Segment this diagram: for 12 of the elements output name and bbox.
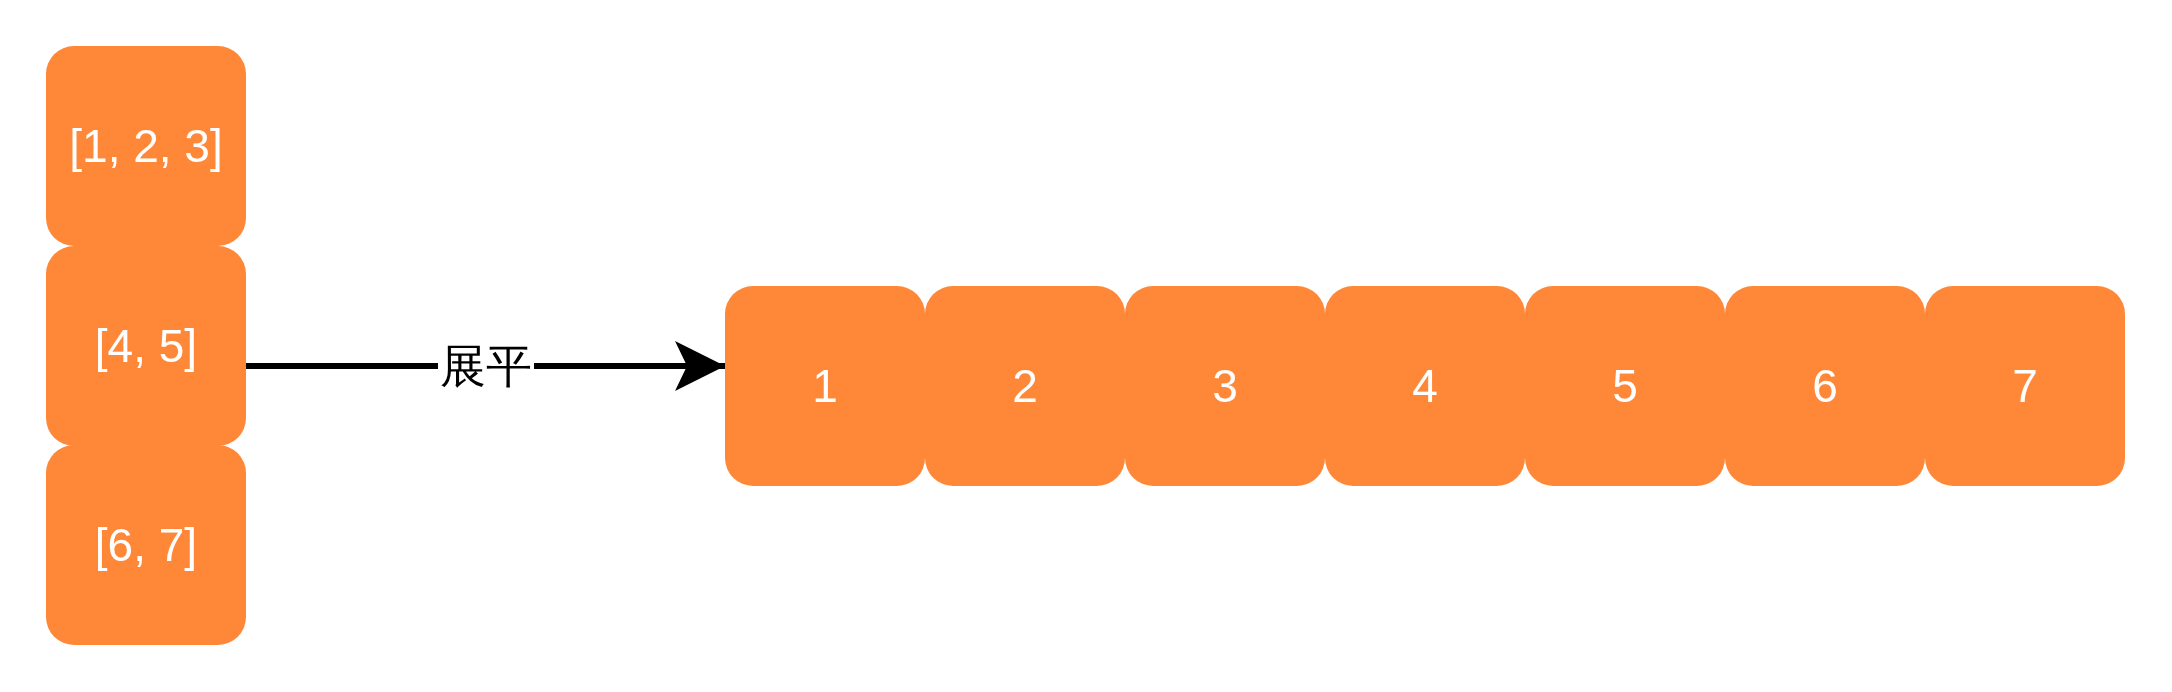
box-label: 4 — [1412, 363, 1438, 409]
edge-label: 展平 — [437, 343, 534, 389]
element-box — [46, 445, 246, 645]
box-label: 2 — [1012, 363, 1038, 409]
element-box — [46, 46, 246, 246]
element-box — [1925, 286, 2125, 486]
box-label: 5 — [1612, 363, 1638, 409]
box-label: 6 — [1812, 363, 1838, 409]
element-box — [725, 286, 925, 486]
box-label: 3 — [1212, 363, 1238, 409]
box-label: 1 — [812, 363, 838, 409]
box-label: 7 — [2012, 363, 2038, 409]
